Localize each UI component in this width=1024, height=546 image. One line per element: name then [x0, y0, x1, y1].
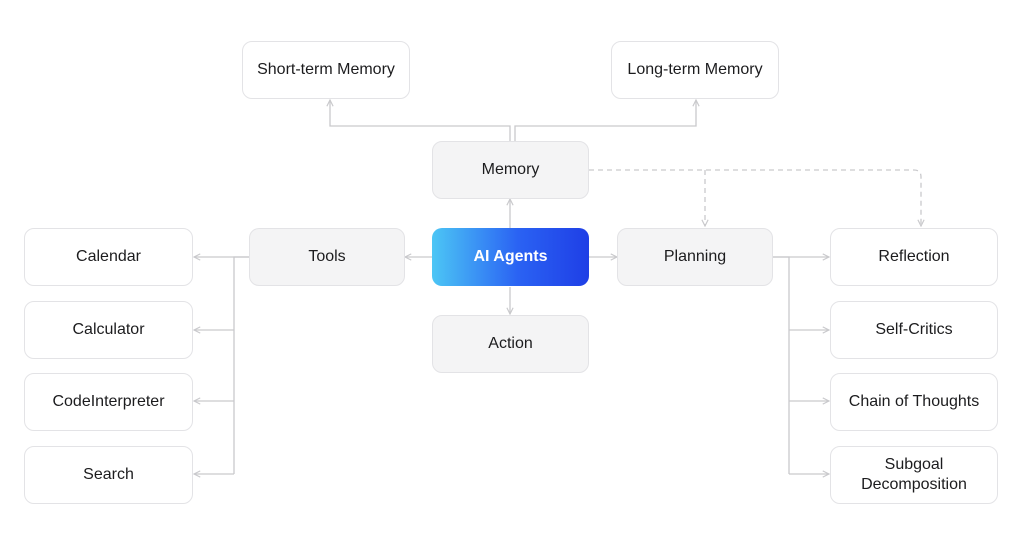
tools-label: Tools: [308, 248, 346, 265]
connector-memory-long-term: [514, 100, 696, 141]
subgoal-decomposition-node: Subgoal Decomposition: [830, 446, 998, 504]
memory-node: Memory: [432, 141, 589, 199]
ai-agents-node: AI Agents: [432, 228, 589, 286]
long-term-memory-node: Long-term Memory: [611, 41, 779, 99]
ai-agents-label: AI Agents: [473, 248, 548, 265]
reflection-label: Reflection: [878, 248, 950, 265]
codeinterpreter-node: CodeInterpreter: [24, 373, 193, 431]
chain-of-thoughts-label: Chain of Thoughts: [848, 393, 980, 410]
codeinterpreter-label: CodeInterpreter: [52, 393, 165, 410]
connector-memory-dashed: [589, 169, 921, 226]
calendar-node: Calendar: [24, 228, 193, 286]
subgoal-label-line1: Subgoal: [884, 456, 944, 473]
short-term-memory-node: Short-term Memory: [242, 41, 410, 99]
search-node: Search: [24, 446, 193, 504]
tools-node: Tools: [249, 228, 405, 286]
reflection-node: Reflection: [830, 228, 998, 286]
short-term-memory-label: Short-term Memory: [257, 61, 395, 78]
connector-memory-short-term: [330, 100, 511, 141]
subgoal-label-line2: Decomposition: [861, 476, 967, 493]
chain-of-thoughts-node: Chain of Thoughts: [830, 373, 998, 431]
self-critics-node: Self-Critics: [830, 301, 998, 359]
calculator-node: Calculator: [24, 301, 193, 359]
calculator-label: Calculator: [72, 321, 145, 338]
calendar-label: Calendar: [76, 248, 141, 265]
memory-label: Memory: [481, 161, 540, 178]
long-term-memory-label: Long-term Memory: [627, 61, 763, 78]
search-label: Search: [83, 466, 134, 483]
action-label: Action: [488, 335, 533, 352]
planning-label: Planning: [663, 248, 727, 265]
self-critics-label: Self-Critics: [875, 321, 953, 338]
action-node: Action: [432, 315, 589, 373]
connector-tools-trunk: [233, 256, 249, 474]
planning-node: Planning: [617, 228, 773, 286]
connector-planning-trunk: [773, 256, 790, 474]
